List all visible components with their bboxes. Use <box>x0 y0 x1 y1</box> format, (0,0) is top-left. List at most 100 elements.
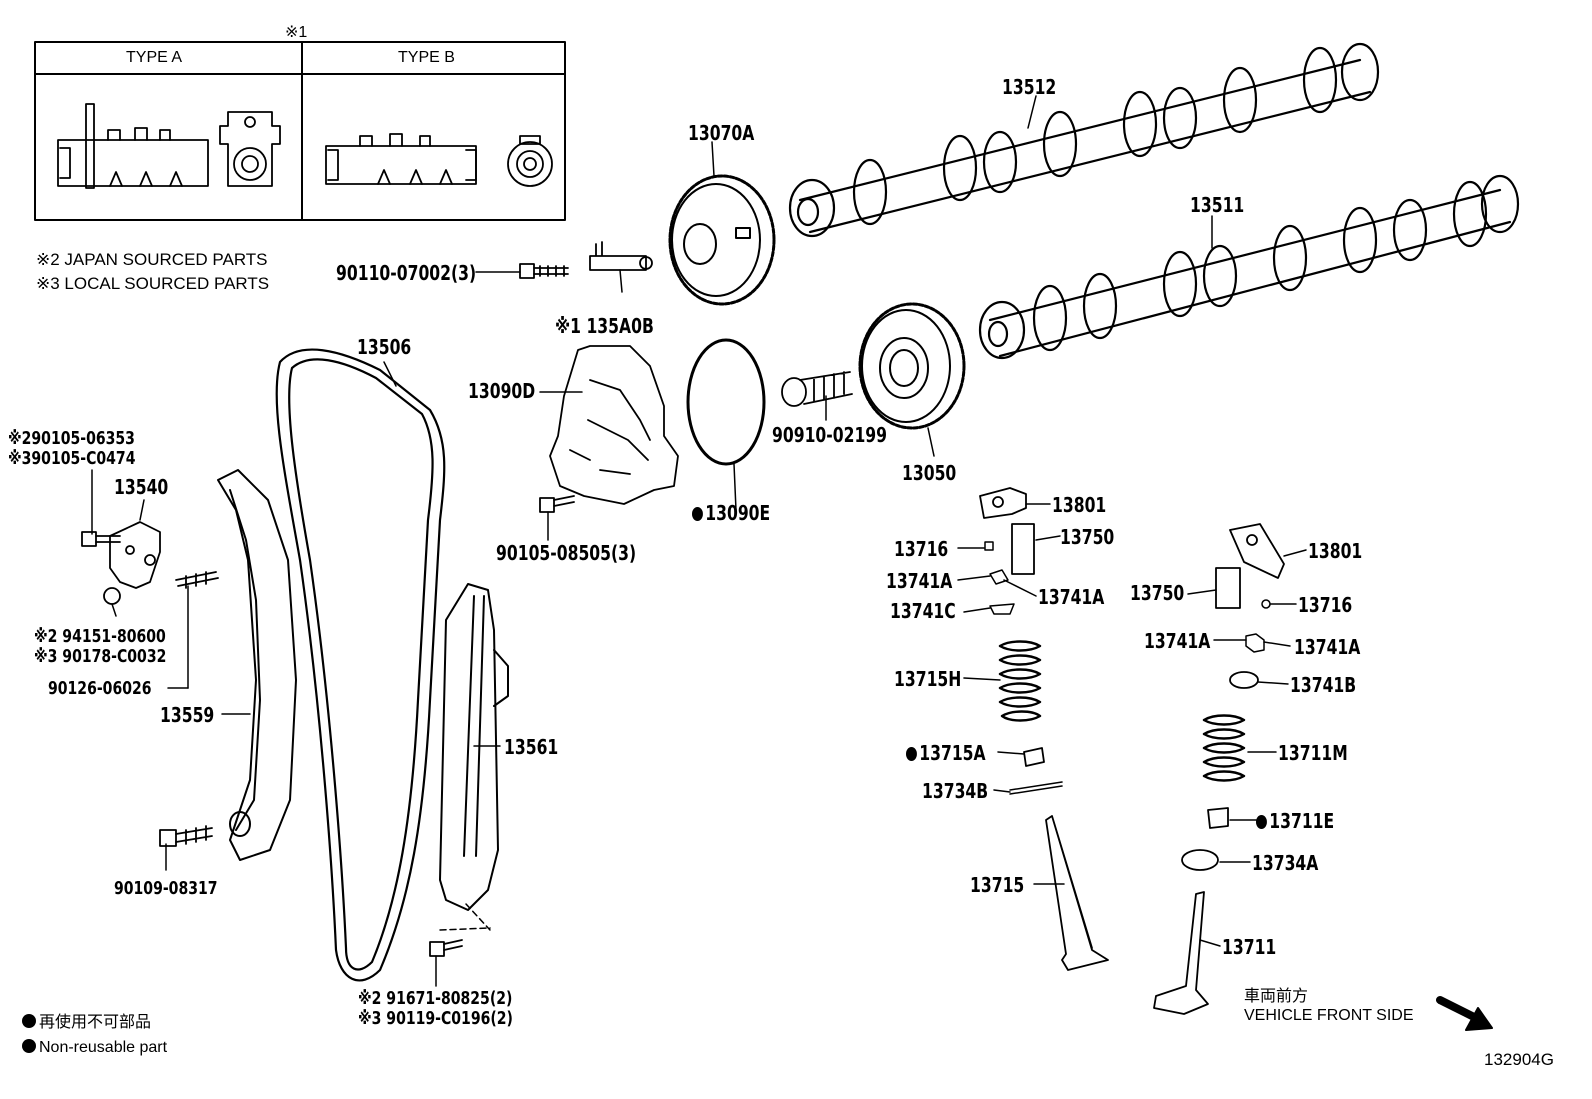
part-label-13559[interactable]: 13559 <box>160 703 215 727</box>
part-label-13750-right[interactable]: 13750 <box>1130 581 1185 605</box>
part-label-90105-c0474[interactable]: ※390105-C0474 <box>8 448 136 469</box>
valve-13711-drawing <box>1153 891 1209 1015</box>
bolt-90910-drawing <box>781 371 853 407</box>
part-label-13750-left[interactable]: 13750 <box>1060 525 1115 549</box>
part-label-13715a[interactable]: 13715A <box>906 742 986 764</box>
part-number: 13711E <box>1269 809 1335 833</box>
part-label-90126-06026[interactable]: 90126-06026 <box>48 678 152 699</box>
legend-non-reusable-en: Non-reusable part <box>22 1038 167 1058</box>
part-label-13741a-right-2[interactable]: 13741A <box>1294 635 1361 659</box>
pad-13716-right-drawing <box>1261 599 1271 609</box>
non-reusable-dot-icon <box>906 747 917 761</box>
part-label-13741b[interactable]: 13741B <box>1290 673 1357 697</box>
bolt-90105-06353-drawing <box>81 531 121 547</box>
part-label-135a0b[interactable]: ※1 135A0B <box>555 314 654 338</box>
front-direction-arrow-icon <box>1436 996 1493 1031</box>
part-label-13801-left[interactable]: 13801 <box>1052 493 1107 517</box>
part-label-13734a[interactable]: 13734A <box>1252 851 1319 875</box>
keeper-13741a-left-drawing <box>989 569 1009 585</box>
seal-13711e-drawing <box>1207 807 1229 829</box>
non-reusable-dot-icon <box>22 1039 36 1053</box>
spring-13711m-drawing <box>1202 714 1246 782</box>
part-label-91671-80825[interactable]: ※2 91671-80825(2) <box>358 988 513 1009</box>
part-label-90109-08317[interactable]: 90109-08317 <box>114 878 218 899</box>
part-label-13716-right[interactable]: 13716 <box>1298 593 1353 617</box>
tensioner-13540-drawing <box>109 521 161 589</box>
part-label-13506[interactable]: 13506 <box>357 335 412 359</box>
part-label-13741a-left-2[interactable]: 13741A <box>1038 585 1105 609</box>
direction-label-jp: 車両前方 <box>1244 986 1309 1005</box>
part-label-90110-07002[interactable]: 90110-07002(3) <box>336 261 477 285</box>
part-label-13741c[interactable]: 13741C <box>890 599 956 623</box>
tensioner-arm-13559-drawing <box>217 469 297 861</box>
part-label-13050[interactable]: 13050 <box>902 461 957 485</box>
part-label-13741a-right-1[interactable]: 13741A <box>1144 629 1211 653</box>
bolt-91671-drawing <box>429 939 463 957</box>
part-label-13741a-left-1[interactable]: 13741A <box>886 569 953 593</box>
non-reusable-dot-icon <box>22 1014 36 1028</box>
part-label-90178-c0032[interactable]: ※3 90178-C0032 <box>34 646 167 667</box>
timing-chain-13506-drawing <box>275 348 446 982</box>
cover-13090d-drawing <box>549 345 679 505</box>
part-label-13715h[interactable]: 13715H <box>894 667 962 691</box>
camshaft-13511-drawing <box>978 174 1520 360</box>
part-label-13711m[interactable]: 13711M <box>1278 741 1348 765</box>
legend-non-reusable-jp: 再使用不可部品 <box>22 1012 151 1032</box>
retainer-13741c-drawing <box>989 603 1015 615</box>
pad-13716-left-drawing <box>984 541 994 551</box>
type-inset-box <box>34 41 566 221</box>
part-label-13512[interactable]: 13512 <box>1002 75 1057 99</box>
o-ring-13090e-drawing <box>686 338 766 466</box>
part-label-13540[interactable]: 13540 <box>114 475 169 499</box>
part-label-13561[interactable]: 13561 <box>504 735 559 759</box>
inset-marker: ※1 <box>285 24 308 41</box>
seat-13741b-drawing <box>1229 671 1259 689</box>
figure-code: 132904G <box>1484 1050 1554 1069</box>
note-japan-sourced: ※2 JAPAN SOURCED PARTS <box>36 250 268 269</box>
part-label-13711[interactable]: 13711 <box>1222 935 1277 959</box>
guide-13734b-drawing <box>1009 781 1063 795</box>
bolt-90110-drawing <box>519 263 569 279</box>
part-label-90105-06353[interactable]: ※290105-06353 <box>8 428 135 449</box>
ocv-135a0b-drawing <box>589 241 653 271</box>
part-label-13511[interactable]: 13511 <box>1190 193 1245 217</box>
part-label-90119-c0196[interactable]: ※3 90119-C0196(2) <box>358 1008 513 1029</box>
lash-adjuster-13750-left-drawing <box>1011 523 1035 575</box>
rocker-arm-13801-right-drawing <box>1229 523 1285 579</box>
bolt-90109-drawing <box>159 825 213 847</box>
part-label-13715[interactable]: 13715 <box>970 873 1025 897</box>
part-label-13070a[interactable]: 13070A <box>688 121 755 145</box>
type-a-heading: TYPE A <box>126 49 183 66</box>
washer-13734a-drawing <box>1181 849 1219 871</box>
part-label-13090d[interactable]: 13090D <box>468 379 536 403</box>
type-a-ocv-drawing <box>57 103 281 189</box>
camshaft-13512-drawing <box>788 42 1380 238</box>
part-label-94151-80600[interactable]: ※2 94151-80600 <box>34 626 166 647</box>
non-reusable-dot-icon <box>1256 815 1267 829</box>
valve-13715-drawing <box>1045 815 1109 971</box>
nut-94151-drawing <box>103 587 121 605</box>
chain-guide-13561-drawing <box>439 583 509 931</box>
seal-13715a-drawing <box>1023 747 1045 767</box>
type-b-heading: TYPE B <box>398 49 455 66</box>
part-label-13734b[interactable]: 13734B <box>922 779 989 803</box>
part-label-90105-08505[interactable]: 90105-08505(3) <box>496 541 637 565</box>
part-number: 13715A <box>919 741 986 765</box>
part-label-13090e[interactable]: 13090E <box>692 502 770 524</box>
part-label-90910-02199[interactable]: 90910-02199 <box>772 423 888 447</box>
direction-label-en: VEHICLE FRONT SIDE <box>1244 1007 1414 1024</box>
rocker-arm-13801-left-drawing <box>979 487 1027 519</box>
part-label-13716-left[interactable]: 13716 <box>894 537 949 561</box>
keeper-13741a-right-drawing <box>1245 633 1265 653</box>
bolt-90105-08505-drawing <box>539 495 575 513</box>
part-label-13711e[interactable]: 13711E <box>1256 810 1334 832</box>
spring-13715h-drawing <box>998 640 1042 722</box>
type-b-ocv-drawing <box>325 133 553 187</box>
part-label-13801-right[interactable]: 13801 <box>1308 539 1363 563</box>
cam-timing-gear-13050-drawing <box>858 302 966 430</box>
non-reusable-dot-icon <box>692 507 703 521</box>
part-number: 13090E <box>705 501 771 525</box>
leader-lines <box>91 95 1307 987</box>
stud-90126-drawing <box>175 571 219 589</box>
